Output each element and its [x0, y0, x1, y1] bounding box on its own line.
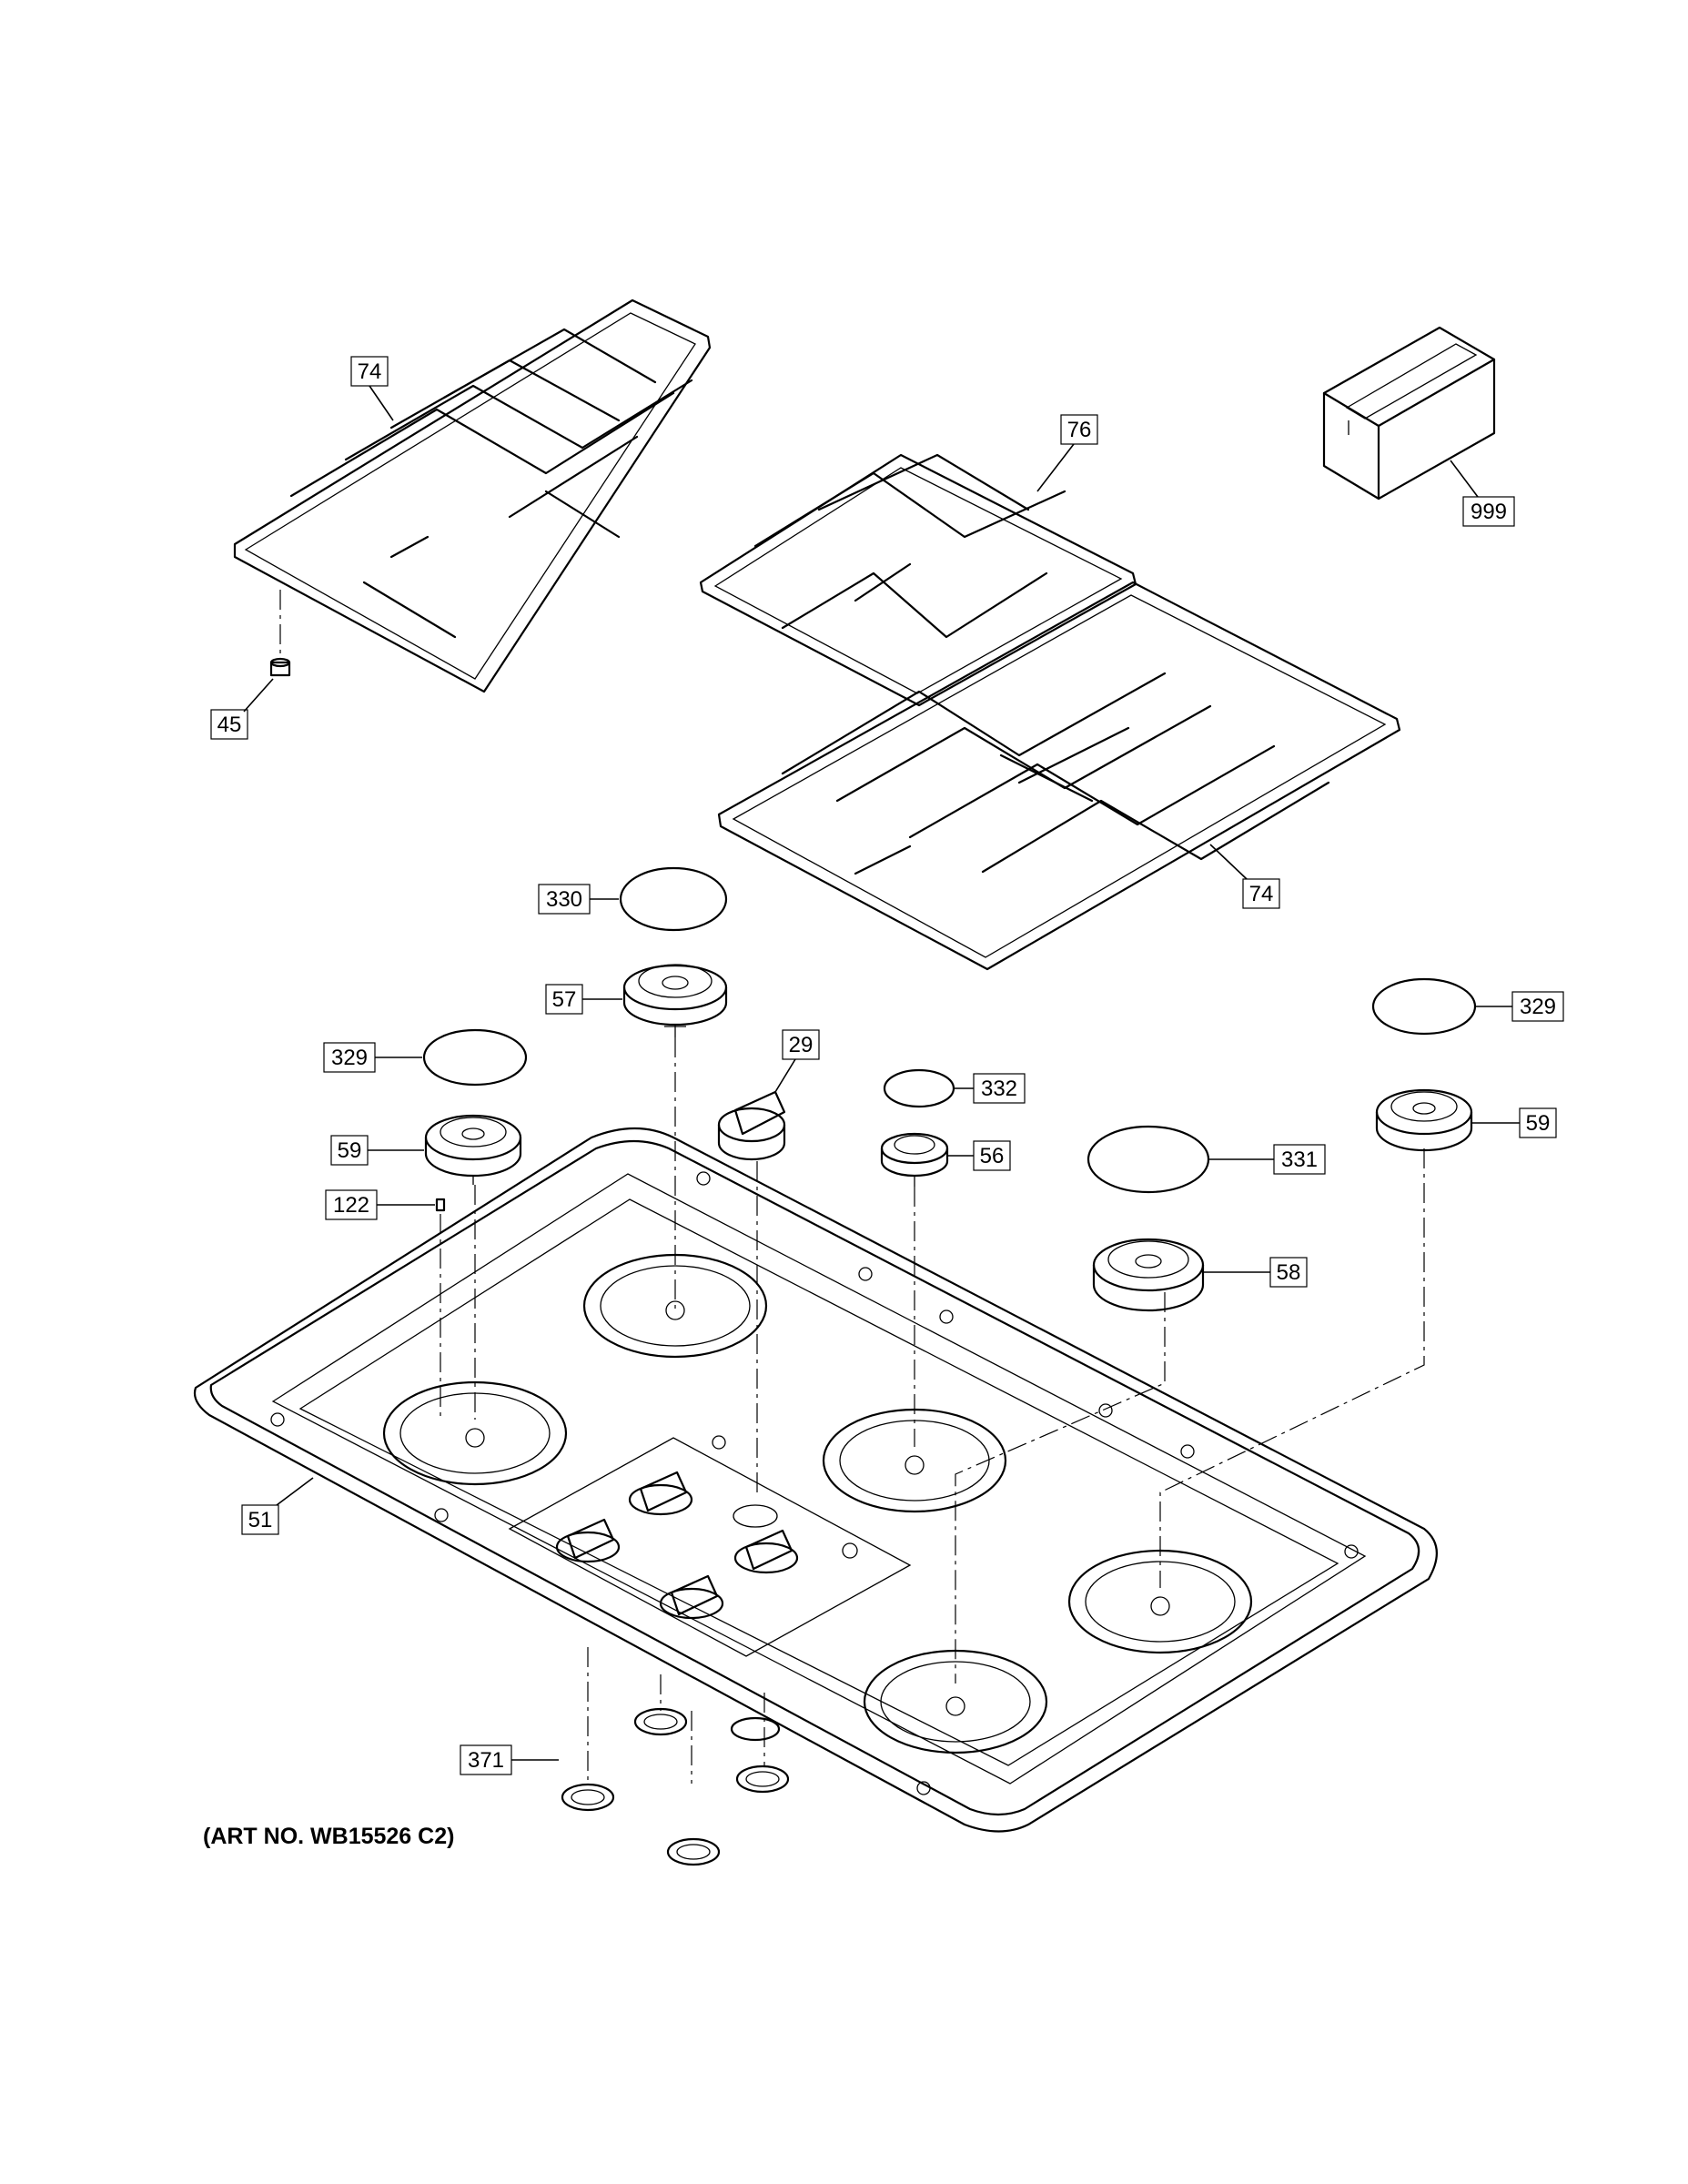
burner-cap-331 [1087, 1125, 1210, 1194]
burner-head-58 [1092, 1238, 1205, 1312]
svg-text:330: 330 [546, 887, 582, 912]
grate-middle [699, 453, 1137, 707]
callout-29: 29 [774, 1029, 820, 1093]
callout-74-left: 74 [350, 356, 394, 421]
svg-text:331: 331 [1281, 1148, 1318, 1172]
svg-text:74: 74 [1249, 882, 1274, 906]
callout-59-left: 59 [330, 1135, 424, 1166]
callout-332: 332 [954, 1073, 1026, 1104]
callout-999: 999 [1450, 460, 1515, 527]
svg-text:332: 332 [981, 1077, 1017, 1101]
svg-text:76: 76 [1067, 418, 1092, 442]
callout-329-left: 329 [323, 1042, 422, 1073]
callout-76: 76 [1036, 414, 1098, 492]
burner-cap-330 [619, 866, 728, 932]
callout-331: 331 [1208, 1144, 1326, 1175]
callout-59-right: 59 [1471, 1107, 1557, 1138]
svg-text:74: 74 [358, 359, 382, 384]
svg-text:45: 45 [217, 713, 242, 737]
svg-text:59: 59 [1526, 1111, 1551, 1136]
burner-head-56 [880, 1132, 949, 1187]
grommets-371 [561, 1647, 790, 1866]
callout-56: 56 [948, 1140, 1011, 1171]
svg-text:58: 58 [1277, 1260, 1301, 1285]
cooktop-main-top [193, 1127, 1438, 1833]
callout-57: 57 [545, 984, 622, 1015]
svg-text:329: 329 [331, 1046, 368, 1070]
svg-text:371: 371 [468, 1748, 504, 1773]
callout-45: 45 [210, 678, 274, 740]
burner-cap-332 [883, 1068, 955, 1108]
callout-122: 122 [325, 1189, 435, 1220]
packaging-box [1322, 326, 1496, 500]
burner-cap-329-left [422, 1028, 528, 1087]
svg-text:999: 999 [1471, 500, 1507, 524]
callout-74-right: 74 [1209, 844, 1280, 909]
control-knob-29 [717, 1090, 786, 1161]
grate-right [717, 581, 1401, 971]
callout-330: 330 [538, 884, 619, 915]
svg-text:51: 51 [248, 1508, 273, 1532]
burner-head-57 [622, 964, 728, 1037]
callout-371: 371 [460, 1744, 559, 1775]
svg-text:56: 56 [980, 1144, 1005, 1168]
callout-329-right: 329 [1475, 991, 1564, 1022]
art-number-caption: (ART NO. WB15526 C2) [203, 1824, 454, 1849]
svg-text:29: 29 [789, 1033, 814, 1057]
burner-head-59-left [424, 1114, 522, 1185]
callout-51: 51 [241, 1477, 314, 1535]
svg-text:57: 57 [552, 987, 577, 1012]
burner-head-59-right [1375, 1088, 1473, 1152]
svg-text:59: 59 [338, 1138, 362, 1163]
callout-58: 58 [1203, 1257, 1308, 1288]
screw-122 [435, 1198, 446, 1420]
rubber-foot [269, 590, 291, 677]
burner-cap-329-right [1371, 977, 1477, 1036]
grate-left [233, 298, 712, 693]
svg-text:122: 122 [333, 1193, 369, 1218]
svg-text:329: 329 [1520, 995, 1556, 1019]
